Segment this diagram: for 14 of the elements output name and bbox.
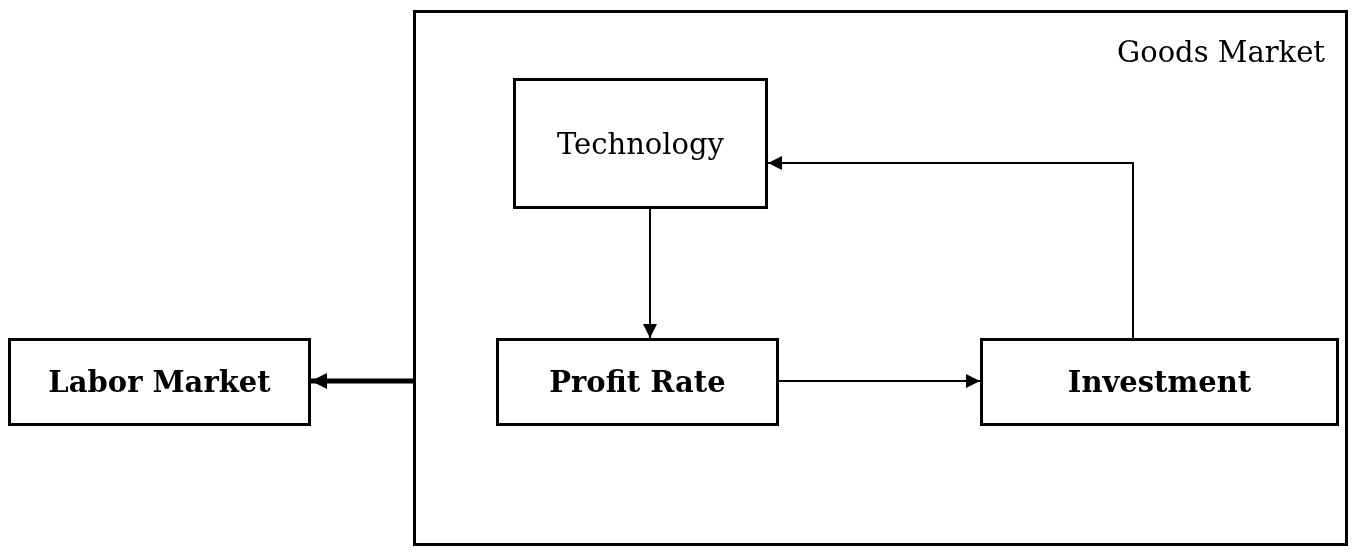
process-box <box>496 338 779 426</box>
arrow <box>311 373 413 389</box>
process-box <box>513 78 768 209</box>
arrow <box>643 208 657 339</box>
box-label: Profit Rate <box>549 365 726 399</box>
section-heading: Goods Market <box>1117 35 1325 69</box>
market-box <box>8 338 311 426</box>
box-label: Technology <box>557 126 724 161</box>
market-box <box>413 10 1348 546</box>
arrow <box>767 156 1134 339</box>
box-label: Labor Market <box>48 365 271 399</box>
arrow <box>778 374 981 388</box>
process-box <box>980 338 1339 426</box>
box-label: Investment <box>1067 365 1252 399</box>
